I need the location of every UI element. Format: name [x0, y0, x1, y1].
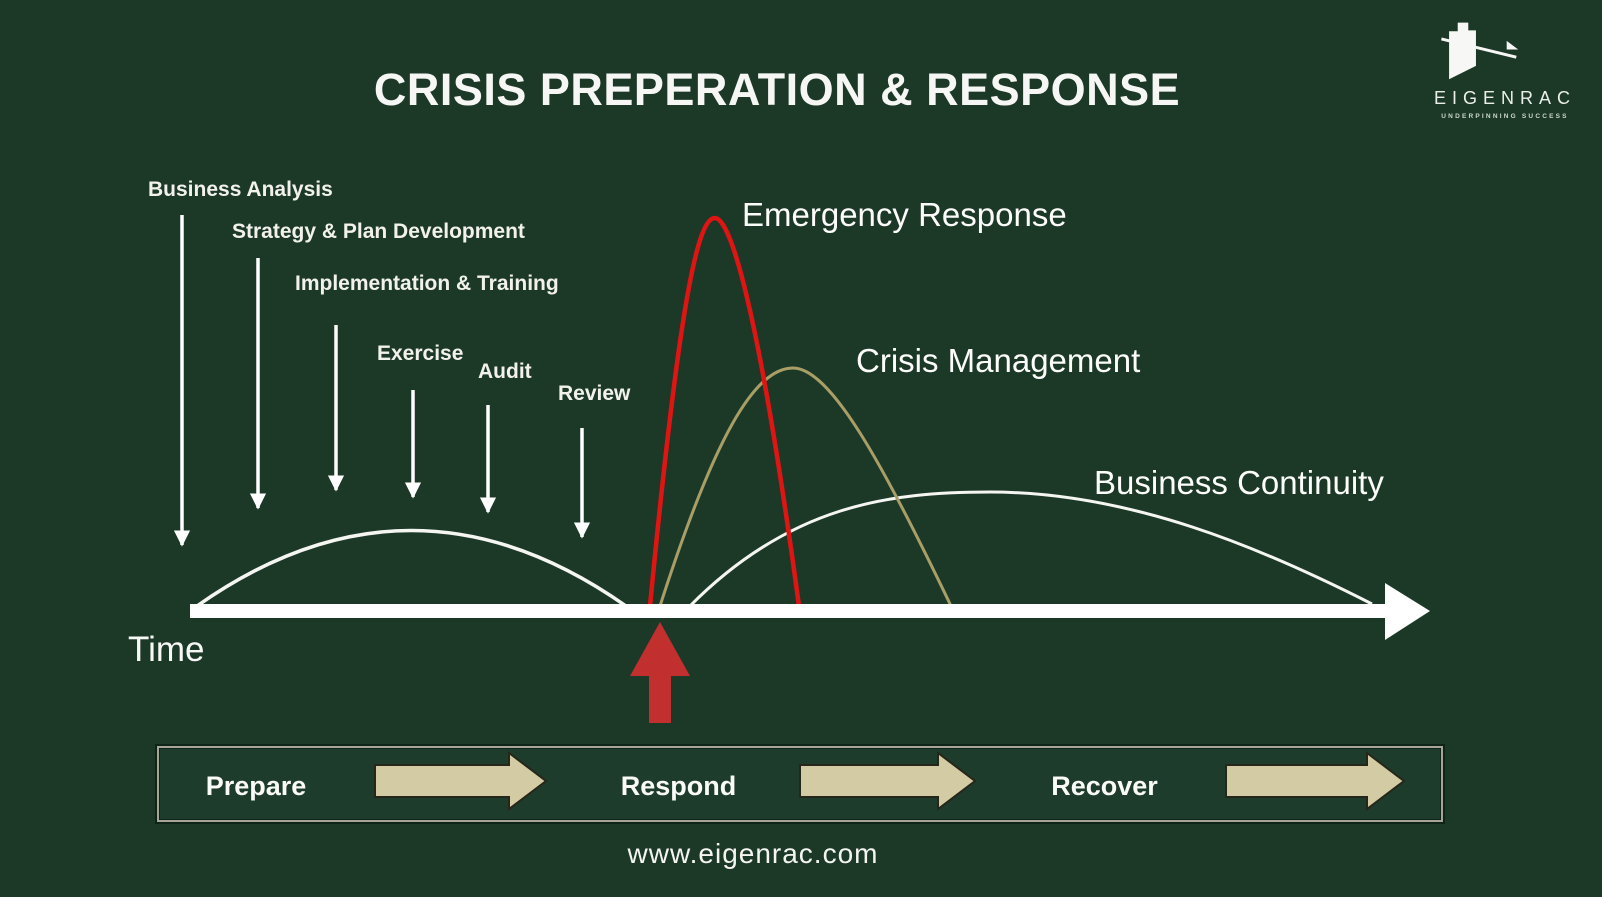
castle-tower-shape [1449, 22, 1476, 80]
step-label-exercise: Exercise [377, 342, 464, 365]
phase-label-respond: Respond [620, 771, 737, 801]
brand-tagline: UNDERPINNING SUCCESS [1441, 113, 1569, 120]
step-label-audit: Audit [478, 360, 532, 383]
step-label-business-analysis: Business Analysis [148, 178, 333, 201]
roof-flag-shape [1506, 40, 1519, 50]
curve-label-business-continuity: Business Continuity [1094, 464, 1384, 501]
timeline-arrowhead-icon [1385, 583, 1430, 640]
crisis-management-curve [658, 366, 953, 607]
step-label-strategy: Strategy & Plan Development [232, 220, 525, 243]
phase-label-recover: Recover [1051, 771, 1158, 801]
phase-arrows-canvas [374, 750, 1406, 812]
crisis-marker-arrowhead-icon [630, 622, 690, 676]
step-label-review: Review [558, 382, 631, 405]
page-title: CRISIS PREPERATION & RESPONSE [373, 64, 1181, 115]
phase-arrow-recover-onward [1225, 750, 1406, 812]
timeline-axis [190, 604, 1390, 618]
website-url: www.eigenrac.com [627, 838, 879, 869]
crisis-marker-arrow-shaft [649, 674, 671, 723]
curve-label-crisis-management: Crisis Management [856, 342, 1141, 379]
castle-logo-icon [1441, 22, 1519, 80]
brand-name: EIGENRAC [1433, 88, 1577, 108]
phase-bar: Prepare Respond Recover [157, 746, 1443, 822]
phase-arrow-prepare-to-respond [374, 750, 548, 812]
preparation-curve [195, 528, 628, 608]
roofline-shape [1441, 37, 1517, 59]
phase-label-prepare: Prepare [205, 771, 307, 801]
step-label-implementation: Implementation & Training [295, 272, 559, 295]
curve-label-emergency-response: Emergency Response [742, 196, 1067, 233]
brand-logo: EIGENRAC UNDERPINNING SUCCESS [1420, 14, 1590, 120]
time-axis-label: Time [128, 630, 205, 669]
emergency-response-curve [647, 215, 802, 607]
phase-arrow-respond-to-recover [799, 750, 977, 812]
